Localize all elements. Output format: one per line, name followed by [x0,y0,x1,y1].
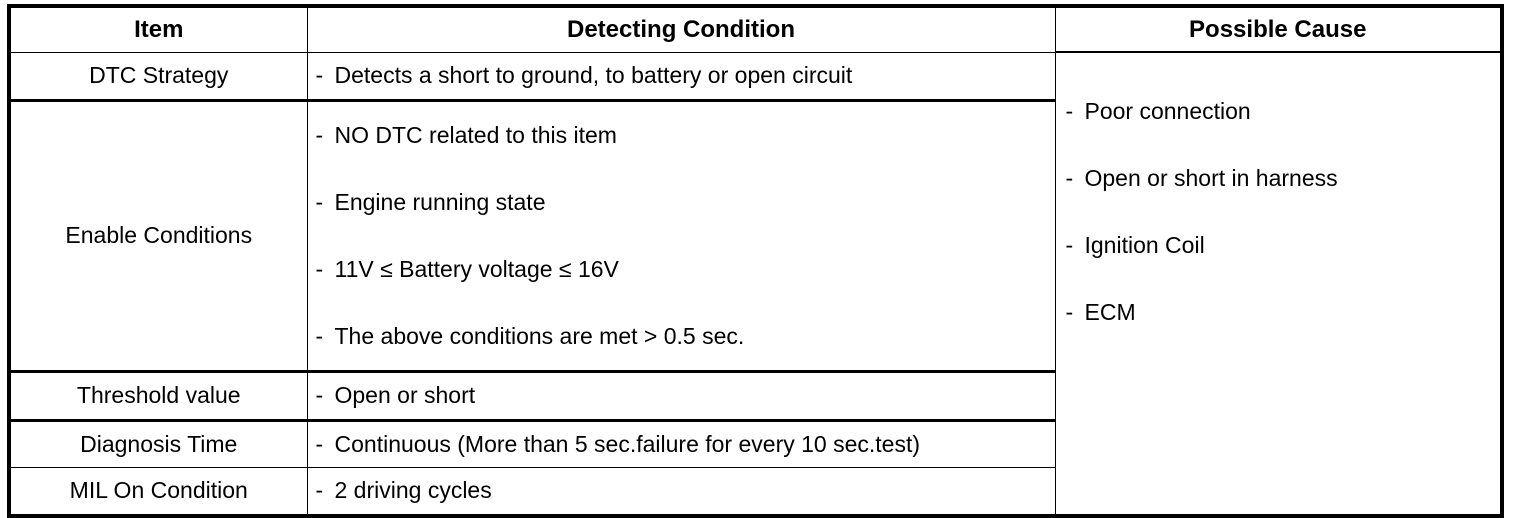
table-row: Threshold value - Open or short [8,369,1502,421]
item-label-diagnosis-time: Diagnosis Time [8,418,308,468]
bullet-dash-icon: - [1065,232,1074,259]
bullet-line: - Detects a short to ground, to battery … [316,53,1045,99]
column-header-detecting-condition: Detecting Condition [306,5,1056,53]
item-label-dtc-strategy: DTC Strategy [8,51,308,101]
list-item: - 11V ≤ Battery voltage ≤ 16V [316,236,1045,303]
table-row: Diagnosis Time - Continuous (More than 5… [8,418,1502,468]
table-row: Enable Conditions - NO DTC related to th… [8,98,1502,372]
bullet-dash-icon: - [315,62,324,89]
list-item: - ECM [1066,279,1501,346]
bullet-line: - 2 driving cycles [316,468,1045,514]
bullet-dash-icon: - [315,255,324,282]
bullet-dash-icon: - [1065,299,1074,326]
bullet-text: Detects a short to ground, to battery or… [334,62,853,89]
possible-cause-list: - Poor connection - Open or short in har… [1056,78,1501,346]
bullet-dash-icon: - [1065,98,1074,125]
detecting-condition-mil-on-condition: - 2 driving cycles [306,466,1056,516]
table-row: DTC Strategy - Detects a short to ground… [8,51,1503,516]
possible-cause-cell: - Poor connection - Open or short in har… [1054,51,1503,516]
column-header-item: Item [8,5,308,53]
bullet-line: - Continuous (More than 5 sec.failure fo… [316,422,1045,467]
item-label-mil-on-condition: MIL On Condition [8,466,308,516]
list-item: - Poor connection [1066,78,1501,145]
bullet-text: Open or short in harness [1084,165,1338,192]
bullet-dash-icon: - [315,382,324,409]
list-item: - Engine running state [316,169,1045,236]
column-header-possible-cause: Possible Cause [1054,5,1503,53]
dtc-diagnostic-table: Item Detecting Condition Possible Cause … [7,4,1504,518]
detecting-condition-threshold-value: - Open or short [306,369,1056,421]
detecting-condition-enable-conditions: - NO DTC related to this item - Engine r… [306,98,1056,372]
list-item: - The above conditions are met > 0.5 sec… [316,303,1045,370]
bullet-text: 11V ≤ Battery voltage ≤ 16V [334,255,619,282]
page-canvas: Item Detecting Condition Possible Cause … [7,4,1504,518]
detecting-condition-dtc-strategy: - Detects a short to ground, to battery … [306,51,1056,101]
table-header-row: Item Detecting Condition Possible Cause [8,5,1503,53]
bullet-text: Poor connection [1084,98,1251,125]
item-label-threshold-value: Threshold value [8,369,308,421]
bullet-text: Continuous (More than 5 sec.failure for … [334,430,921,457]
bullet-text: NO DTC related to this item [334,121,617,148]
detecting-condition-diagnosis-time: - Continuous (More than 5 sec.failure fo… [306,418,1056,468]
list-item: - NO DTC related to this item [316,102,1045,169]
bullet-dash-icon: - [315,430,324,457]
bullet-text: Engine running state [334,188,546,215]
bullet-dash-icon: - [1065,165,1074,192]
bullet-dash-icon: - [315,477,324,504]
bullet-text: Ignition Coil [1084,232,1205,259]
bullet-text: The above conditions are met > 0.5 sec. [334,322,745,349]
list-item: - Open or short in harness [1066,145,1501,212]
bullet-text: ECM [1084,299,1136,326]
bullet-dash-icon: - [315,188,324,215]
bullet-text: 2 driving cycles [334,477,492,504]
list-item: - Ignition Coil [1066,212,1501,279]
item-label-enable-conditions: Enable Conditions [8,98,308,372]
bullet-line: - Open or short [316,373,1045,419]
bullet-text: Open or short [334,382,476,409]
bullet-dash-icon: - [315,322,324,349]
enable-conditions-list: - NO DTC related to this item - Engine r… [316,102,1045,370]
bullet-dash-icon: - [315,121,324,148]
